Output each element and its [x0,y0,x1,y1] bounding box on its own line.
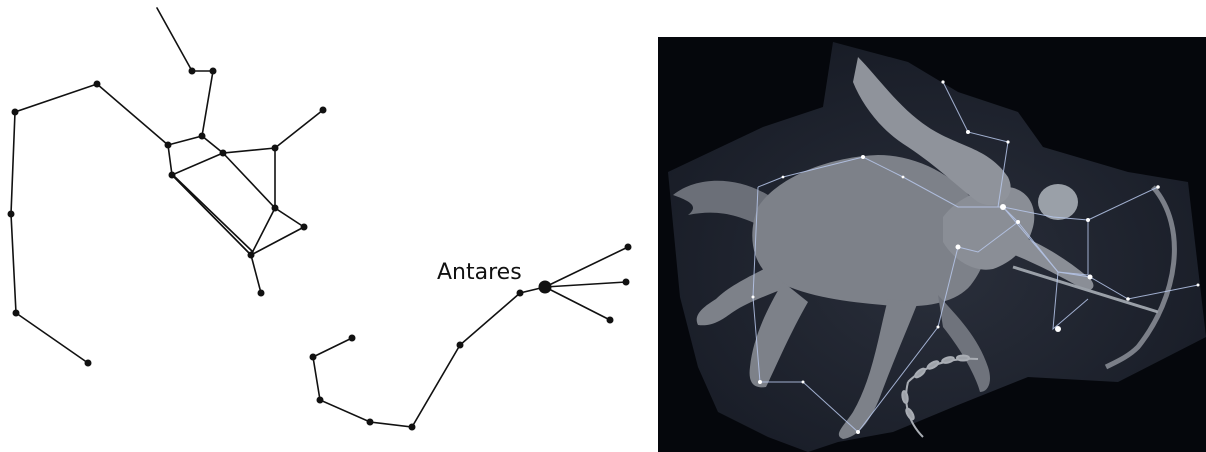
sagittarius-artwork [658,37,1206,452]
star-dot [272,145,279,152]
star-dot [1006,140,1009,143]
star-dot [956,245,961,250]
star-dot [1156,185,1160,189]
constellation-line-diagram: Antares [0,0,650,452]
star-dot [94,81,101,88]
star-dot [258,290,265,297]
hercules-keystone-line [168,145,223,175]
star-dot [861,155,865,159]
hercules-body-line [168,110,323,153]
star-dot [169,172,176,179]
star-dot [607,317,614,324]
hercules-inner-line-2 [175,177,253,252]
star-dot [1197,284,1200,287]
hercules-left-arm-line [11,84,168,363]
star-dot [367,419,374,426]
constellation-lines [11,8,628,427]
star-dot [301,224,308,231]
star-dot [320,107,327,114]
star-dot [189,68,196,75]
hercules-head-line [157,8,213,136]
star-dot [625,244,632,251]
star-dot [12,109,19,116]
star-dot [1055,326,1061,332]
star-dot [1126,297,1130,301]
scorpius-claw-line-1 [545,247,628,287]
star-dot [409,424,416,431]
star-dot [856,430,860,434]
star-dot [13,310,20,317]
antares-star [539,281,552,294]
star-dot [248,252,255,259]
star-dot [1086,218,1090,222]
star-dot [272,205,279,212]
star-dot [457,342,464,349]
star-dot [8,211,15,218]
star-dot [210,68,217,75]
star-dot [310,354,317,361]
star-dot [902,176,905,179]
scorpius-claw-line-3 [545,287,610,320]
star-dot [802,381,805,384]
hercules-leg-line-2 [223,153,304,293]
constellation-stars [8,68,632,431]
star-dot [623,279,630,286]
antares-label: Antares [437,260,522,285]
star-dot [317,397,324,404]
star-dot [165,142,172,149]
star-dot [937,326,940,329]
star-dot [220,150,227,157]
star-dot [1016,220,1020,224]
star-dot [1088,275,1093,280]
star-dot [966,130,970,134]
star-dot [782,176,785,179]
hercules-inner-line [172,175,251,255]
star-dot [752,296,755,299]
star-dot [758,380,762,384]
star-dot [199,133,206,140]
scorpius-tail-line [313,287,545,427]
star-dot [349,335,356,342]
star-dot [941,80,944,83]
star-dot [85,360,92,367]
star-dot [517,290,524,297]
scorpius-claw-line-2 [545,282,626,287]
star-dot [1000,204,1006,210]
hercules-leg-line [172,148,275,255]
constellation-artwork-panel [658,37,1206,452]
centaur-head [1038,184,1078,220]
